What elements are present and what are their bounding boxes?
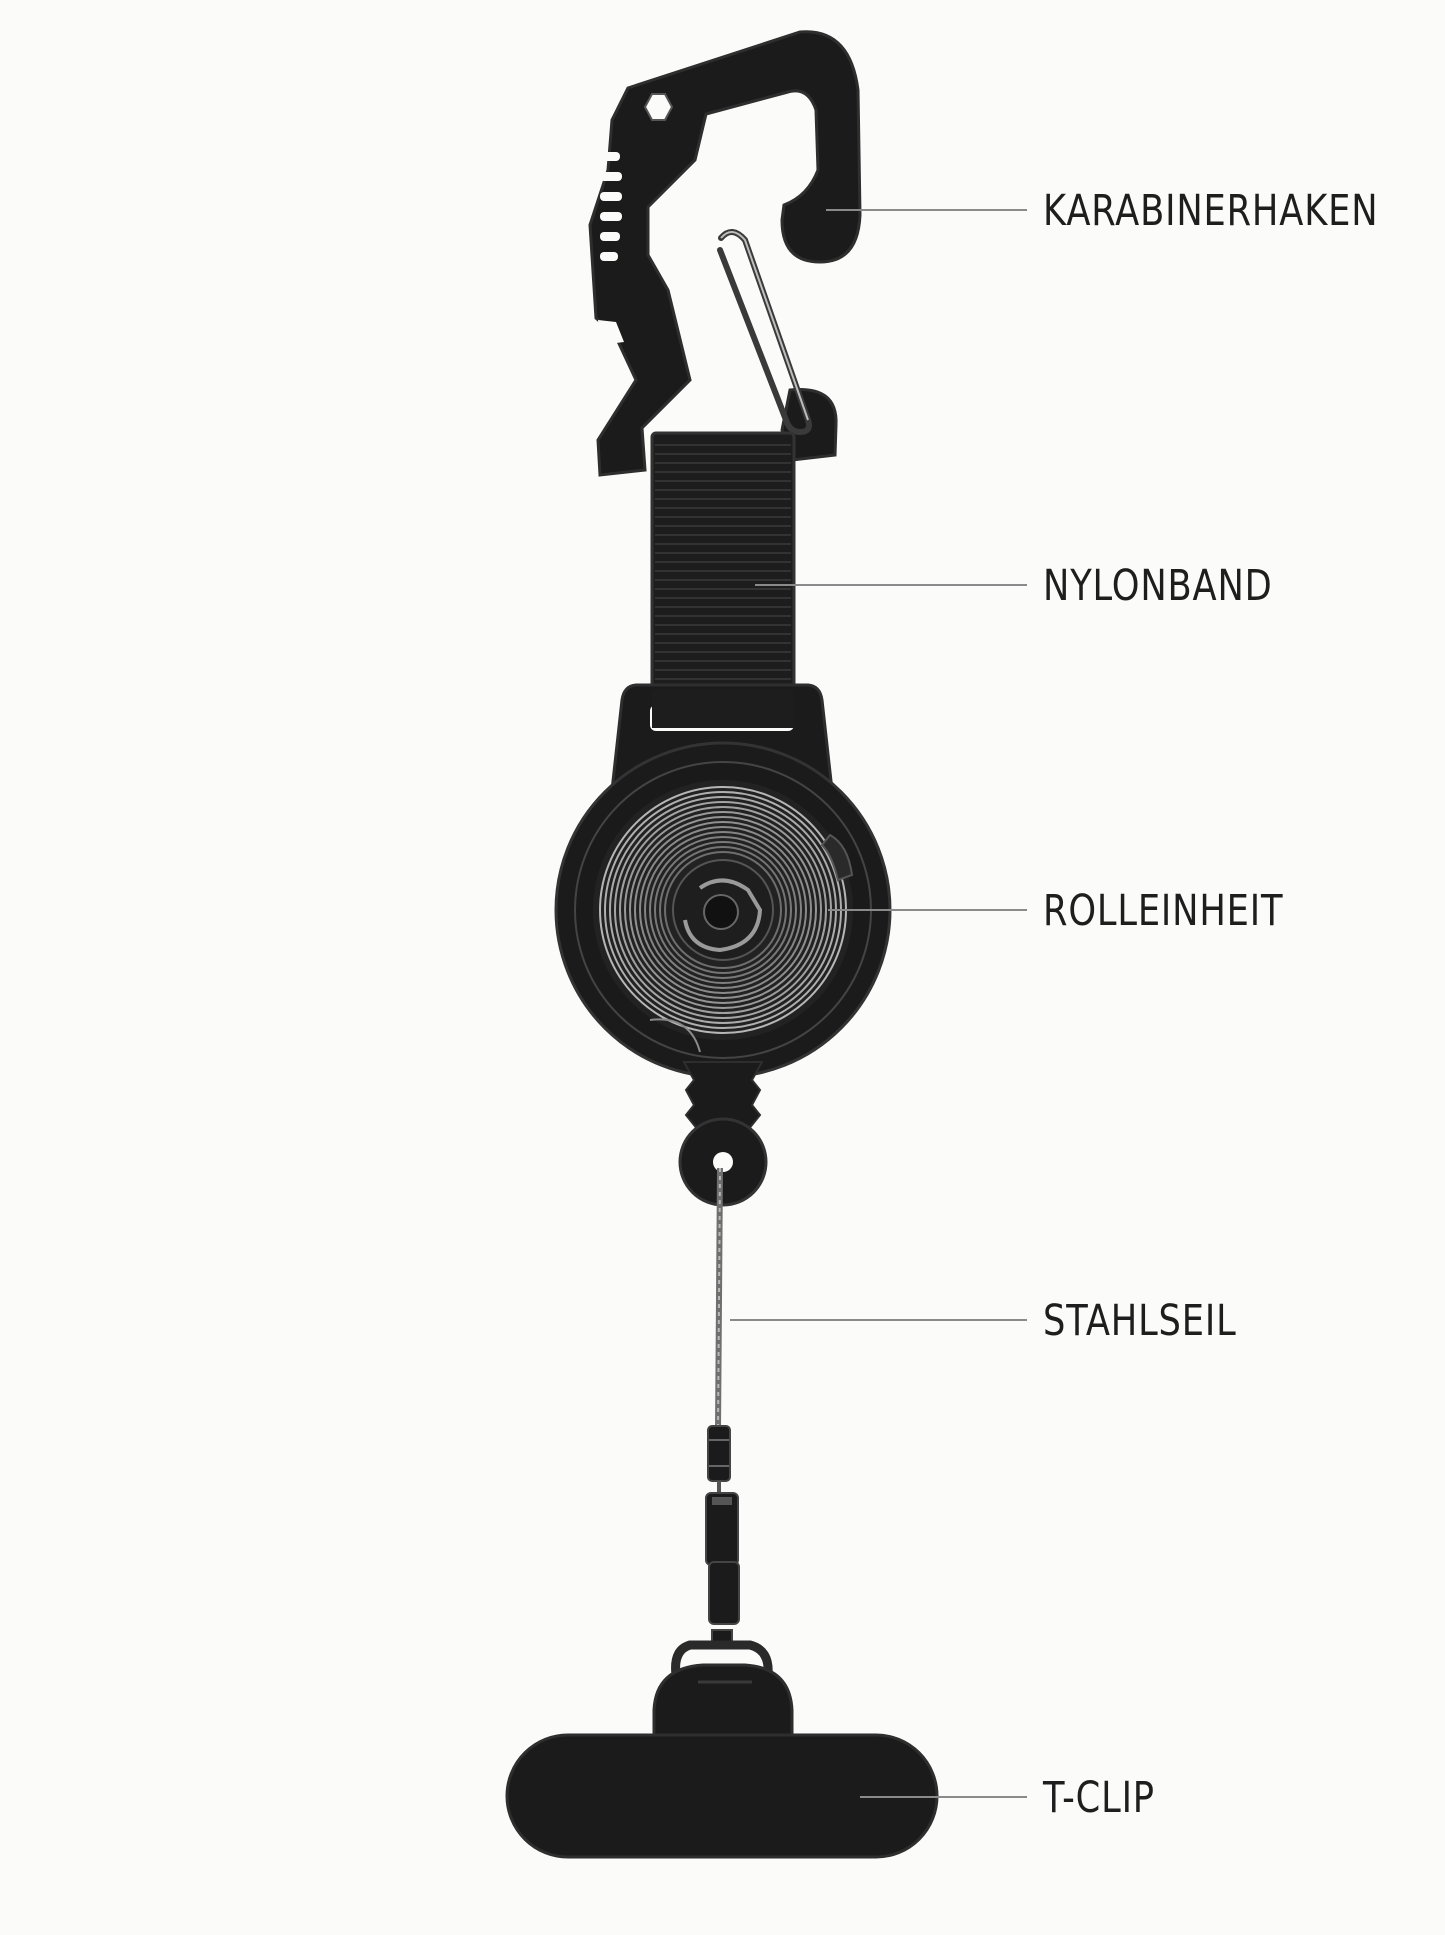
karabinerhaken-part: [588, 30, 862, 477]
carabiner-notches: [600, 152, 622, 261]
nylonband-part: [650, 431, 796, 732]
carabiner-body: [588, 30, 862, 477]
stahlseil-part: [671, 1167, 773, 1707]
label-nylonband: NYLONBAND: [1043, 561, 1273, 611]
strap-ribs: [655, 444, 791, 725]
hex-wrench-hole: [643, 93, 674, 121]
swivel-lower: [708, 1561, 740, 1625]
hub-button: [703, 894, 739, 930]
rolleinheit-part: [554, 683, 892, 1207]
coil-clip: [820, 833, 854, 882]
label-t-clip: T-CLIP: [1043, 1773, 1155, 1823]
leader-line-overlays: [730, 209, 1027, 1798]
label-stahlseil: STAHLSEIL: [1043, 1296, 1237, 1346]
label-rolleinheit: ROLLEINHEIT: [1043, 886, 1284, 936]
t-clip-part: [505, 1663, 939, 1859]
hub-spring: [683, 878, 763, 953]
cable-crimp: [707, 1425, 731, 1482]
label-karabinerhaken: KARABINERHAKEN: [1043, 186, 1379, 236]
bottle-opener-slot: [598, 320, 624, 345]
